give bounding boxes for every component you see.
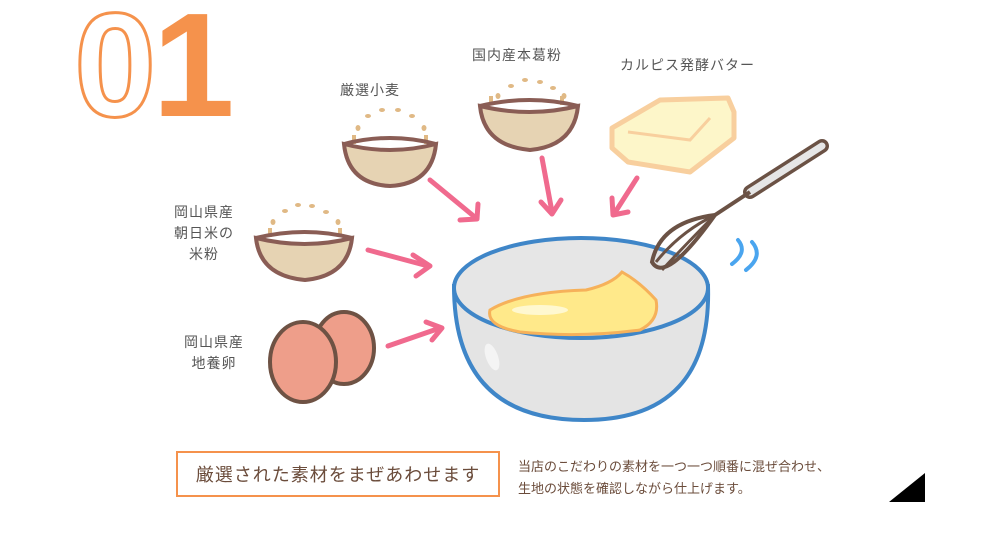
arrow-head-icon (423, 319, 445, 343)
ingredient-label-kuzu: 国内産本葛粉 (472, 48, 562, 64)
ingredient-label-rice-flour: 岡山県産 朝日米の 米粉 (166, 203, 242, 266)
arrow-icon (385, 325, 443, 349)
label-line: 米粉 (189, 247, 219, 263)
step-number-outline-digit: 0 (72, 0, 157, 148)
step-number-filled-digit: 1 (152, 0, 234, 148)
arrow-icon (611, 175, 640, 217)
arrow-icon (427, 177, 479, 221)
whisk-icon (649, 139, 829, 272)
mixing-bowl-icon (451, 236, 711, 423)
step-description: 当店のこだわりの素材を一つ一つ順番に混ぜ合わせ、 生地の状態を確認しながら仕上げ… (518, 457, 830, 501)
label-line: 岡山県産 (174, 205, 234, 221)
ingredient-label-wheat: 厳選小麦 (340, 83, 400, 99)
label-line: 岡山県産 (184, 335, 244, 351)
step-headline: 厳選された素材をまぜあわせます (176, 451, 500, 497)
label-line: 地養卵 (191, 356, 237, 372)
description-line: 生地の状態を確認しながら仕上げます。 (518, 482, 751, 497)
ingredient-label-eggs: 岡山県産 地養卵 (176, 333, 252, 375)
wheat-bowl-icon (341, 108, 439, 189)
arrow-head-icon (538, 197, 564, 217)
eggs-icon (268, 310, 376, 404)
label-line: 朝日米の (174, 226, 234, 242)
arrows (365, 155, 640, 349)
arrow-icon (365, 247, 431, 269)
corner-triangle-icon (889, 473, 925, 502)
butter-icon (609, 95, 737, 175)
arrow-icon (539, 155, 555, 215)
ingredient-label-butter: カルピス発酵バター (620, 58, 755, 74)
rice-flour-bowl-icon (253, 203, 355, 283)
arrow-head-icon (457, 201, 481, 223)
kuzu-bowl-icon (477, 78, 581, 153)
motion-lines-icon (730, 238, 759, 272)
arrow-head-icon (609, 195, 631, 218)
description-line: 当店のこだわりの素材を一つ一つ順番に混ぜ合わせ、 (518, 460, 831, 475)
step-number: 01 (72, 0, 234, 141)
arrow-head-icon (410, 252, 433, 279)
